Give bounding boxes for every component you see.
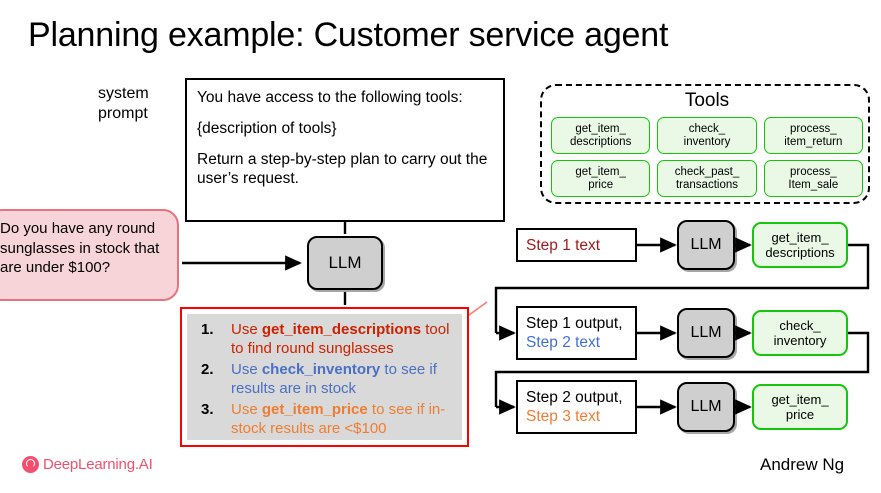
plan-step-1-tool: get_item_descriptions [261,321,422,338]
execution-row-2-input-box: Step 1 output, Step 2 text [516,306,637,360]
execution-row-2-input-line2: Step 2 text [526,334,601,351]
plan-step-1: 1. Use get_item_descriptions tool to fin… [193,320,454,358]
tools-grid: get_item_ descriptions check_ inventory … [551,117,863,197]
system-prompt-box: You have access to the following tools: … [185,78,505,222]
page-title: Planning example: Customer service agent [28,16,669,54]
execution-row-1-input-line1: Step 1 text [526,236,601,254]
tool-chip-process-item-return[interactable]: process_ item_return [763,117,863,154]
user-query-text: Do you have any round sunglasses in stoc… [0,220,160,276]
plan-step-1-number: 1. [201,321,214,338]
execution-row-3-input-line1: Step 2 output, [526,389,623,406]
tool-chip-process-item-sale[interactable]: process_ Item_sale [763,160,863,197]
execution-row-1-llm-box: LLM [677,220,735,270]
tool-chip-check-past-transactions[interactable]: check_past_ transactions [657,160,757,197]
system-prompt-label-line1: system [98,85,149,102]
execution-row-2-tool-box: check_ inventory [752,310,848,356]
execution-row-2-llm-box: LLM [677,308,735,358]
execution-row-3-tool-box: get_item_ price [752,384,848,430]
plan-box: 1. Use get_item_descriptions tool to fin… [180,307,469,447]
system-prompt-label: system prompt [98,84,178,124]
deeplearning-ai-logo: DeepLearning.AI [22,456,153,473]
plan-step-3: 3. Use get_item_price to see if in-stock… [193,400,454,438]
plan-step-2-text: Use check_inventory to see if results ar… [231,360,454,398]
plan-step-1-prefix: Use [231,321,262,338]
plan-step-2-tool: check_inventory [261,361,381,378]
execution-row-2-input-line1: Step 1 output, [526,315,623,332]
execution-row-1-tool-box: get_item_ descriptions [752,222,848,268]
tool-chip-get-item-descriptions[interactable]: get_item_ descriptions [551,117,651,154]
execution-row-3-llm-box: LLM [677,382,735,432]
plan-step-3-number: 3. [201,401,214,418]
plan-step-3-tool: get_item_price [261,401,368,418]
plan-box-inner: 1. Use get_item_descriptions tool to fin… [187,314,462,440]
plan-step-2: 2. Use check_inventory to see if results… [193,360,454,398]
user-query-bubble: Do you have any round sunglasses in stoc… [0,209,179,301]
plan-step-2-suffix: to see if results are in stock [231,361,437,397]
tools-panel-title: Tools [684,90,730,111]
plan-step-1-suffix: tool to find round sunglasses [231,321,450,357]
tool-chip-get-item-price[interactable]: get_item_ price [551,160,651,197]
execution-row-3-input-box: Step 2 output, Step 3 text [516,380,637,434]
system-prompt-line-1: You have access to the following tools: [197,89,463,106]
plan-step-3-prefix: Use [231,401,262,418]
deeplearning-ai-wordmark: DeepLearning.AI [43,456,153,473]
execution-row-3-input-line2: Step 3 text [526,408,601,425]
tool-chip-check-inventory[interactable]: check_ inventory [657,117,757,154]
llm-box-planner: LLM [307,236,383,290]
plan-step-1-text: Use get_item_descriptions tool to find r… [231,320,454,358]
plan-step-2-number: 2. [201,361,214,378]
system-prompt-line-3: Return a step-by-step plan to carry out … [197,151,488,187]
system-prompt-label-line2: prompt [98,105,148,122]
deeplearning-spiral-icon [22,456,39,473]
plan-step-3-text: Use get_item_price to see if in-stock re… [231,400,454,438]
execution-row-1-input-box: Step 1 text [516,228,637,262]
tools-panel: Tools get_item_ descriptions check_ inve… [540,84,870,204]
system-prompt-line-2: {description of tools} [197,120,337,137]
plan-step-2-prefix: Use [231,361,262,378]
plan-step-3-suffix: to see if in-stock results are <$100 [231,401,446,437]
author-name: Andrew Ng [760,455,845,474]
